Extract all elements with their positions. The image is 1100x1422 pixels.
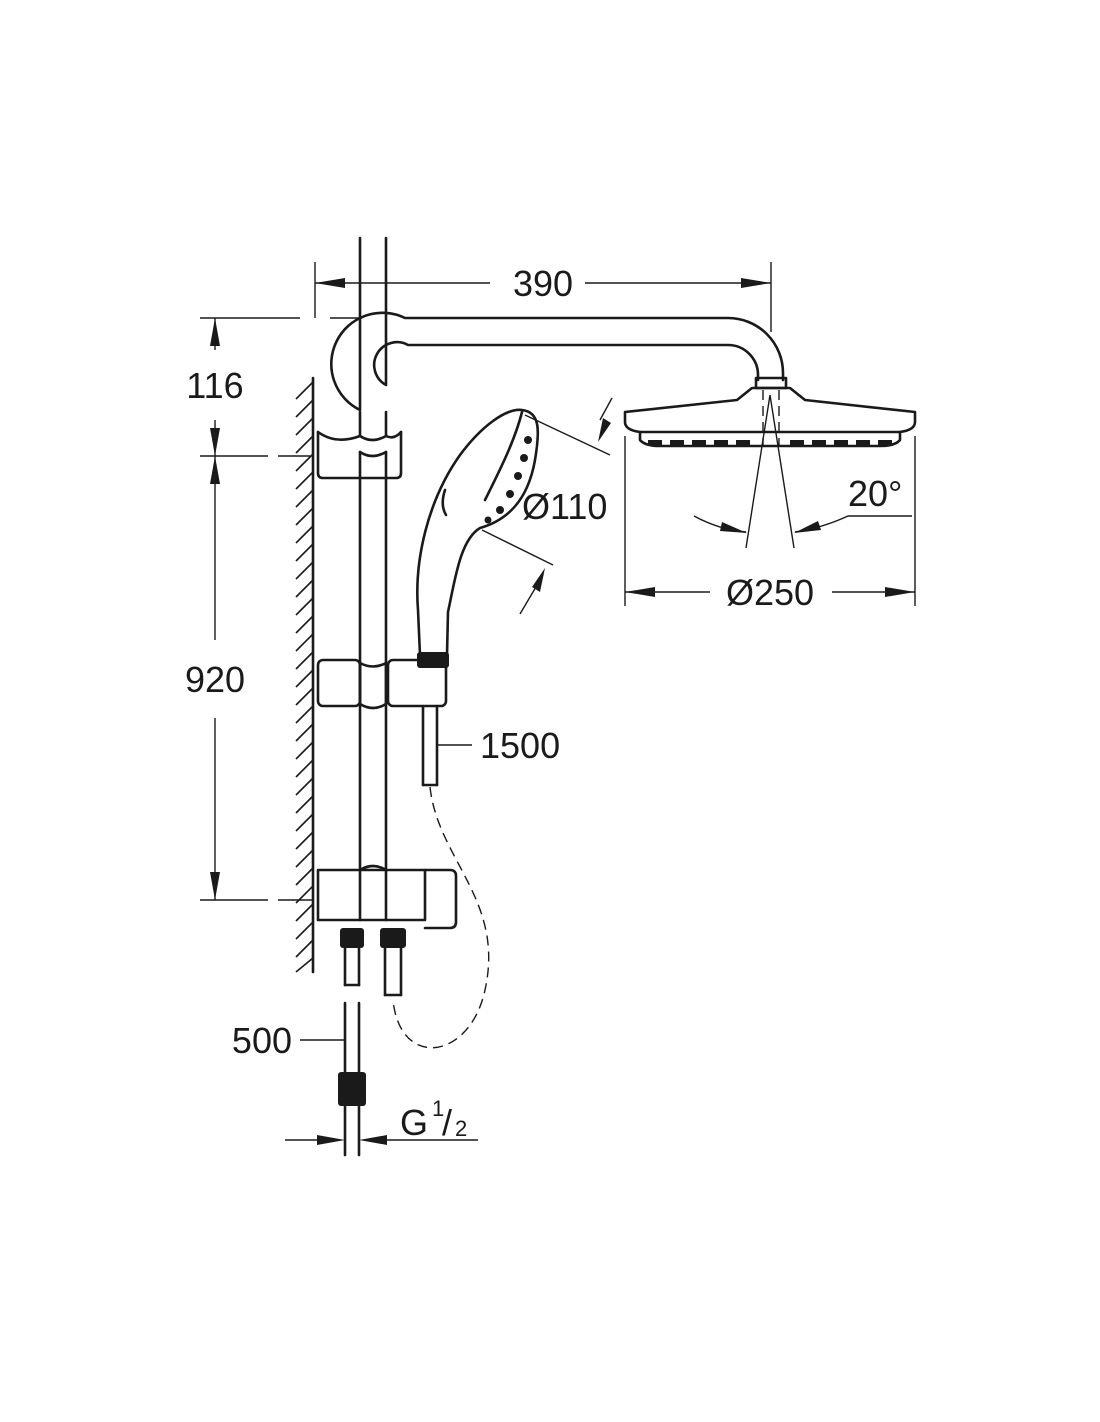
hand-shower bbox=[416, 408, 540, 668]
supply-hose bbox=[338, 1001, 366, 1157]
dimension-hose-length: 1500 bbox=[437, 725, 560, 766]
dimension-supply-hose: 500 bbox=[232, 1020, 345, 1061]
label-head-tilt-angle: 20° bbox=[848, 473, 902, 514]
dimension-hand-shower-diameter: Ø110 bbox=[481, 397, 613, 615]
label-top-offset: 116 bbox=[186, 365, 243, 406]
wall bbox=[295, 376, 315, 974]
hand-shower-hose-dashed bbox=[392, 786, 490, 1049]
dimension-arm-reach: 390 bbox=[314, 262, 772, 332]
upper-wall-bracket bbox=[316, 430, 403, 480]
label-thread-slash: / bbox=[442, 1102, 452, 1143]
head-shower bbox=[623, 376, 917, 549]
head-shower-nozzles bbox=[648, 440, 892, 445]
label-hose-length: 1500 bbox=[480, 725, 560, 766]
label-supply-hose: 500 bbox=[232, 1020, 292, 1061]
dimension-head-shower-diameter: Ø250 bbox=[624, 436, 916, 613]
label-thread-main: G bbox=[400, 1102, 428, 1143]
dimension-top-offset: 116 bbox=[186, 317, 362, 457]
riser-pipe bbox=[330, 236, 785, 870]
wall-hatching bbox=[295, 381, 314, 973]
mixer-body bbox=[316, 864, 458, 930]
supply-connector-right bbox=[380, 928, 406, 997]
label-arm-reach: 390 bbox=[513, 263, 573, 304]
dimension-rail-height: 920 bbox=[185, 456, 312, 901]
dimension-thread-size: G 1 / 2 bbox=[285, 1096, 478, 1145]
label-rail-height: 920 bbox=[185, 659, 245, 700]
hand-shower-holder bbox=[316, 658, 448, 787]
supply-connector-left bbox=[340, 928, 364, 987]
dimension-head-tilt-angle: 20° bbox=[693, 473, 912, 533]
label-head-shower-diameter: Ø250 bbox=[726, 572, 814, 613]
label-hand-shower-diameter: Ø110 bbox=[522, 486, 607, 527]
label-thread-denominator: 2 bbox=[455, 1116, 467, 1141]
label-thread-numerator: 1 bbox=[432, 1096, 444, 1121]
